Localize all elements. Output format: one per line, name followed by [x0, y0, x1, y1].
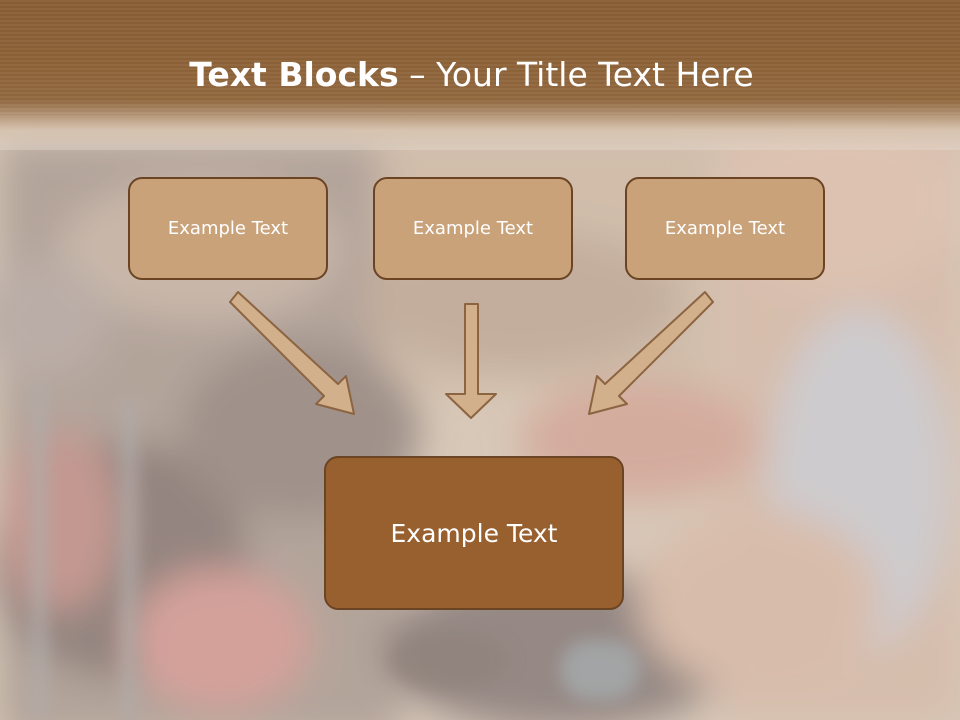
arrow-down-right-icon	[229, 291, 355, 415]
slide-title: Text Blocks – Your Title Text Here	[0, 52, 943, 98]
arrow-down-icon	[445, 303, 497, 419]
text-block-center-label: Example Text	[412, 218, 534, 239]
title-band	[0, 0, 960, 150]
text-block-center[interactable]: Example Text	[373, 177, 573, 280]
text-block-main[interactable]: Example Text	[324, 456, 624, 610]
text-block-main-label: Example Text	[390, 518, 558, 548]
title-band-texture	[0, 0, 960, 115]
text-block-left[interactable]: Example Text	[128, 177, 328, 280]
text-block-right-label: Example Text	[664, 218, 786, 239]
arrow-down-left-icon	[588, 291, 714, 415]
text-block-left-label: Example Text	[167, 218, 289, 239]
text-block-right[interactable]: Example Text	[625, 177, 825, 280]
title-bold-text: Text Blocks	[189, 55, 399, 94]
title-rest-text: – Your Title Text Here	[398, 55, 754, 94]
